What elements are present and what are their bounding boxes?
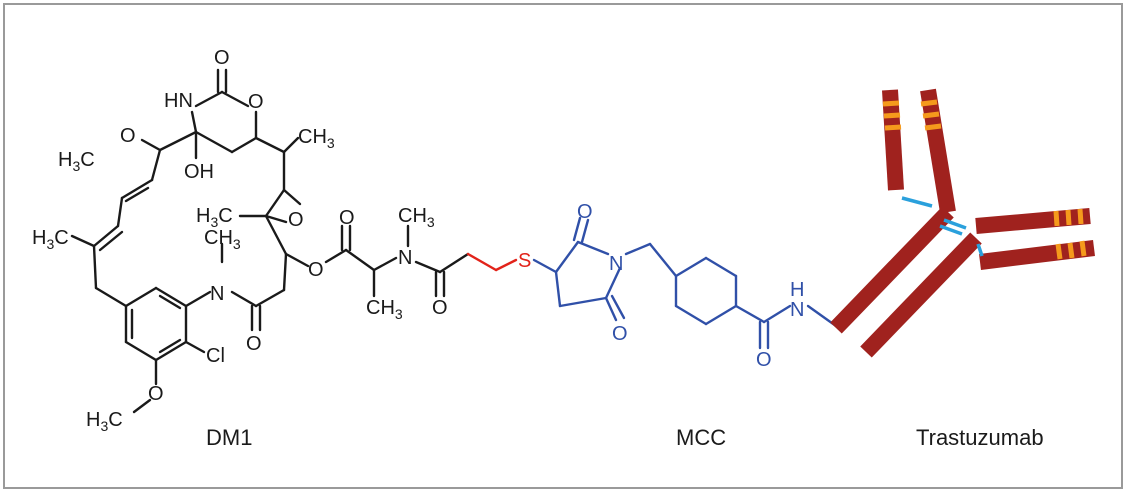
arm-right-upper — [975, 208, 1091, 234]
label-h3c-epoxide: H3C — [196, 205, 233, 230]
label-ch3-n-amide: CH3 — [204, 227, 241, 252]
atom-o-amide: O — [246, 333, 262, 355]
heavy-chain-left — [830, 206, 954, 334]
atom-o-amide-mcc: O — [756, 349, 772, 371]
variable-region-bands — [882, 99, 1087, 260]
label-h3c-diene: H3C — [32, 227, 69, 252]
label-h3c-aryl-methoxy: H3C — [86, 409, 123, 434]
mcc-atom-labels: O N O H N O — [577, 201, 804, 371]
atom-o-ring: O — [248, 91, 264, 113]
atom-o-epoxide: O — [288, 209, 304, 231]
atom-s: S — [518, 250, 531, 272]
atom-o-ester: O — [308, 259, 324, 281]
atom-o-ester-carbonyl: O — [339, 207, 355, 229]
label-h3c-methoxy: H3C — [58, 149, 95, 174]
light-chain-upper — [882, 89, 904, 191]
atom-h-amide: H — [790, 279, 804, 301]
caption-trastuzumab: Trastuzumab — [916, 425, 1044, 450]
caption-dm1: DM1 — [206, 425, 252, 450]
label-ch3-n-methyl: CH3 — [398, 205, 435, 230]
dm1-structure — [70, 68, 470, 414]
disulfide-bonds — [901, 196, 984, 257]
atom-o-aryl-methoxy: O — [148, 383, 164, 405]
heavy-chain-right — [860, 232, 982, 358]
mcc-structure — [532, 216, 838, 350]
light-chain-right — [979, 240, 1095, 270]
atom-o-succinimide-top: O — [577, 201, 593, 223]
atom-o-carbonyl: O — [214, 47, 230, 69]
label-ch3-top: CH3 — [298, 126, 335, 151]
caption-mcc: MCC — [676, 425, 726, 450]
arm-upper-left — [920, 88, 956, 214]
atom-n-amide: N — [210, 283, 224, 305]
atom-o-propanoyl: O — [432, 297, 448, 319]
atom-n-methyl: N — [398, 247, 412, 269]
atom-o-methoxy: O — [120, 125, 136, 147]
linker-atom-labels: S — [518, 250, 531, 272]
atom-cl: Cl — [206, 345, 225, 367]
atom-n-amide-mcc: N — [790, 299, 804, 321]
atom-hn: HN — [164, 90, 193, 112]
atom-o-succinimide-bottom: O — [612, 323, 628, 345]
atom-oh: OH — [184, 161, 214, 183]
linker-bond — [466, 252, 518, 272]
dm1-atom-labels: O HN O OH O H3C CH3 H3C O H3C CH3 N O Cl… — [32, 47, 448, 434]
label-ch3-alanine: CH3 — [366, 297, 403, 322]
atom-n-succinimide: N — [609, 253, 623, 275]
trastuzumab-antibody — [830, 88, 1095, 358]
figure-frame — [3, 3, 1123, 489]
